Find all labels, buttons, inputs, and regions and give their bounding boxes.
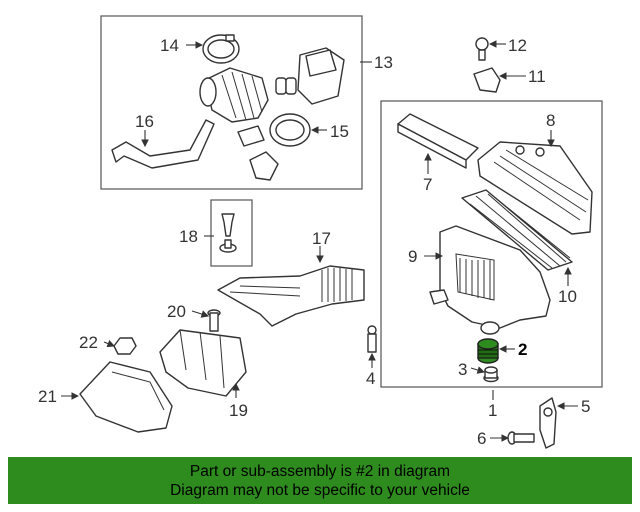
- callout-19[interactable]: 19: [229, 401, 248, 420]
- leader-lines: [61, 40, 578, 442]
- callout-20[interactable]: 20: [167, 302, 186, 321]
- bracket-19[interactable]: [159, 329, 247, 397]
- tray-21[interactable]: [79, 361, 173, 433]
- intake-duct-17[interactable]: [217, 265, 365, 327]
- callout-10[interactable]: 10: [558, 287, 577, 306]
- bolt-4[interactable]: [367, 325, 377, 353]
- subassembly-box-13: [100, 15, 363, 190]
- callout-3[interactable]: 3: [458, 360, 467, 379]
- callout-15[interactable]: 15: [330, 122, 349, 141]
- collar-3[interactable]: [483, 366, 499, 383]
- callout-9[interactable]: 9: [408, 247, 417, 266]
- callout-7[interactable]: 7: [423, 175, 432, 194]
- callout-2[interactable]: 2: [518, 340, 527, 359]
- callout-13[interactable]: 13: [374, 53, 393, 72]
- intake-hose-13[interactable]: [199, 47, 345, 123]
- callout-17[interactable]: 17: [312, 229, 331, 248]
- subassembly-box-1: [380, 100, 603, 388]
- callout-8[interactable]: 8: [546, 111, 555, 130]
- filter-element-7[interactable]: [397, 113, 479, 169]
- bracket-11[interactable]: [473, 67, 501, 93]
- callout-6[interactable]: 6: [477, 429, 486, 448]
- callout-16[interactable]: 16: [135, 112, 154, 131]
- callout-14[interactable]: 14: [160, 36, 179, 55]
- breather-hose-16[interactable]: [111, 119, 279, 181]
- callout-11[interactable]: 11: [528, 67, 546, 86]
- clamp-14[interactable]: [202, 34, 240, 64]
- callout-22[interactable]: 22: [79, 333, 98, 352]
- banner-line-1: Part or sub-assembly is #2 in diagram: [189, 463, 451, 480]
- nut-22[interactable]: [113, 337, 137, 355]
- callout-4[interactable]: 4: [366, 369, 375, 388]
- subassembly-box-18: [210, 199, 253, 267]
- parts-diagram: 14 13 15 16 12 11 7 8 9 10 2 3 1 18 17 2…: [38, 15, 603, 449]
- banner-line-2: Diagram may not be specific to your vehi…: [170, 482, 470, 499]
- bracket-5[interactable]: [539, 397, 557, 449]
- clamp-15[interactable]: [237, 113, 311, 147]
- filter-10[interactable]: [461, 189, 573, 271]
- bolt-12[interactable]: [475, 37, 489, 61]
- lower-case-9[interactable]: [429, 225, 551, 335]
- info-banner: Part or sub-assembly is #2 in diagram Di…: [8, 457, 632, 504]
- callout-12[interactable]: 12: [508, 36, 527, 55]
- callout-5[interactable]: 5: [581, 397, 590, 416]
- bolt-20[interactable]: [207, 309, 221, 332]
- grommet-2[interactable]: [477, 338, 499, 364]
- callout-1[interactable]: 1: [488, 401, 497, 420]
- callout-18[interactable]: 18: [179, 227, 198, 246]
- pin-18[interactable]: [219, 213, 237, 253]
- callout-labels: 14 13 15 16 12 11 7 8 9 10 2 3 1 18 17 2…: [38, 36, 590, 448]
- bolt-6[interactable]: [507, 431, 535, 445]
- callout-21[interactable]: 21: [38, 387, 57, 406]
- upper-cover-8[interactable]: [477, 141, 593, 235]
